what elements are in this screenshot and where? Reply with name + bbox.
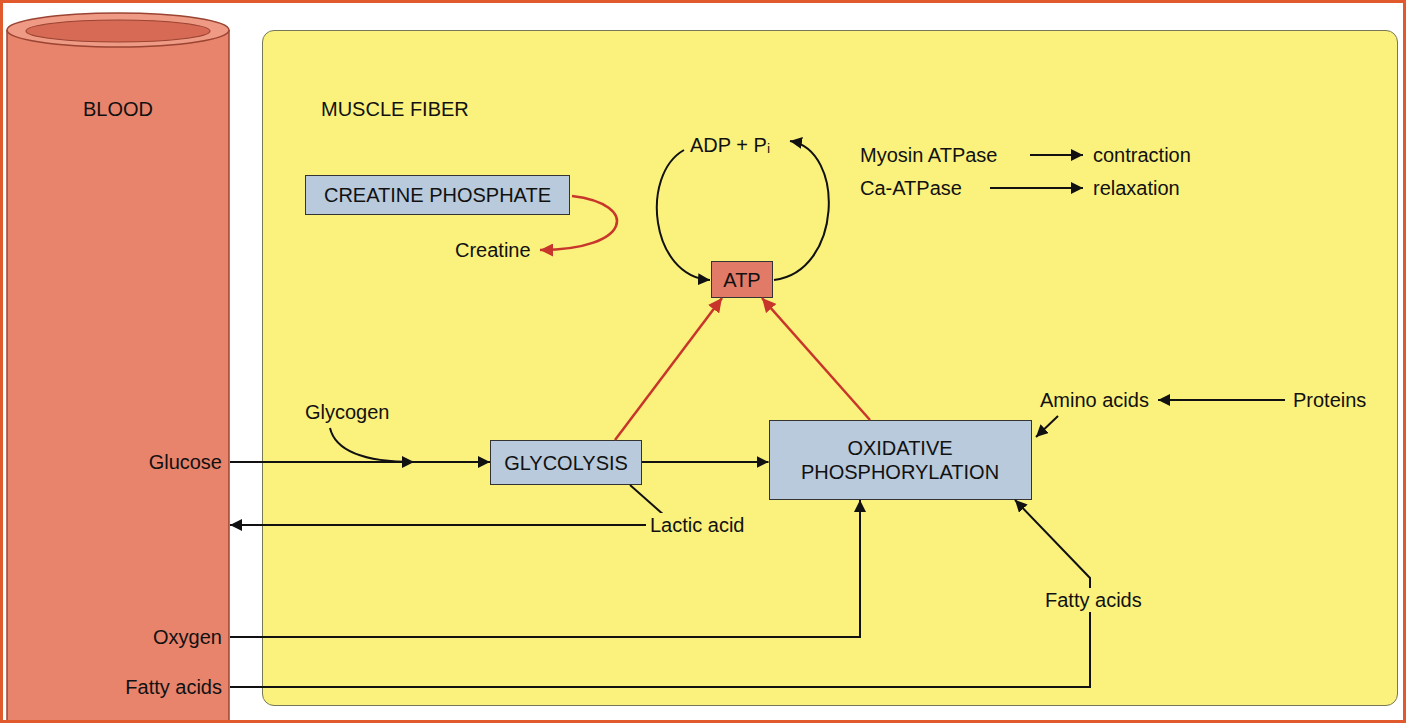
flow-label: contraction <box>1093 143 1191 167</box>
edge-label: Oxygen <box>153 625 222 649</box>
flow-label: Proteins <box>1293 388 1366 412</box>
edge-label: Glucose <box>149 450 222 474</box>
flow-label: ADP + Pᵢ <box>690 133 770 157</box>
process-box: CREATINE PHOSPHATE <box>305 175 570 215</box>
flow-label: Ca-ATPase <box>860 176 962 200</box>
region-label: BLOOD <box>6 97 230 121</box>
box-label: CREATINE PHOSPHATE <box>324 183 551 207</box>
flow-label: Fatty acids <box>1041 588 1146 612</box>
box-label: GLYCOLYSIS <box>504 451 628 475</box>
vessel-wall <box>7 30 229 723</box>
vessel-lumen <box>26 20 210 42</box>
flow-label: relaxation <box>1093 176 1180 200</box>
molecule-box: ATP <box>711 261 773 298</box>
cell-region: MUSCLE FIBER CREATINE PHOSPHATE ATP GLYCOLY… <box>262 30 1398 706</box>
flow-label: Glycogen <box>305 400 390 424</box>
region-label: MUSCLE FIBER <box>321 97 1397 121</box>
edge-label: Fatty acids <box>125 675 222 699</box>
edge-label: Lactic acid <box>646 513 749 537</box>
flow-label: Creatine <box>455 238 531 262</box>
vessel-region: BLOOD <box>6 12 230 723</box>
flow-label: Myosin ATPase <box>860 143 997 167</box>
box-label: ATP <box>723 268 760 292</box>
vessel-rim <box>7 13 229 47</box>
box-label: OXIDATIVE PHOSPHORYLATION <box>780 436 1021 484</box>
process-box: GLYCOLYSIS <box>490 440 642 485</box>
process-box: OXIDATIVE PHOSPHORYLATION <box>769 420 1032 500</box>
flow-label: Amino acids <box>1040 388 1149 412</box>
